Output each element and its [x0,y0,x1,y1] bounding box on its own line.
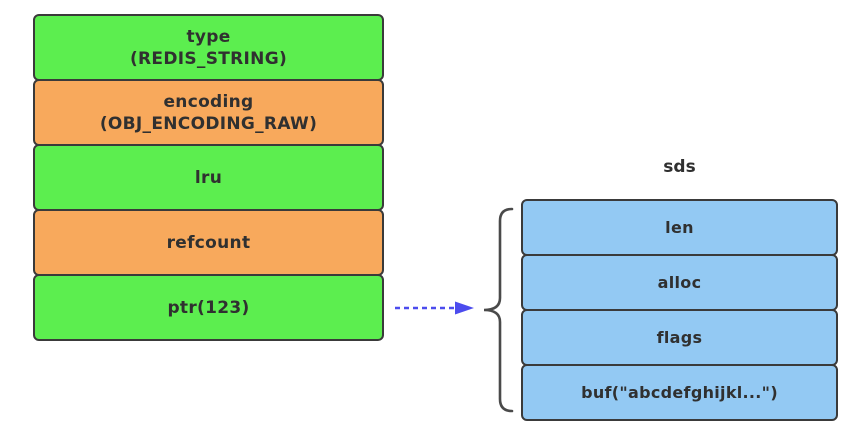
field-lru-label: lru [194,167,223,188]
redis-object-row-refcount: refcount [33,209,384,276]
sds-struct: len alloc flags buf("abcdefghijkl...") [521,199,838,421]
field-ptr-label: ptr(123) [167,297,250,318]
field-encoding-label: encoding [163,91,254,112]
curly-brace-path [483,207,514,413]
field-refcount-label: refcount [166,232,251,253]
field-type-value: (REDIS_STRING) [129,48,288,69]
redis-object-row-lru: lru [33,144,384,211]
sds-row-flags: flags [521,309,838,366]
sds-row-len: len [521,199,838,256]
sds-title: sds [663,157,696,177]
sds-buf-label: buf("abcdefghijkl...") [581,383,778,402]
field-encoding-value: (OBJ_ENCODING_RAW) [99,113,318,134]
redis-object-struct: type (REDIS_STRING) encoding (OBJ_ENCODI… [33,14,384,341]
curly-brace-icon [483,207,514,413]
field-type-label: type [186,26,231,47]
sds-flags-label: flags [656,328,703,347]
ptr-dashed-arrow-icon [395,301,474,315]
sds-alloc-label: alloc [657,273,702,292]
sds-row-buf: buf("abcdefghijkl...") [521,364,838,421]
redis-object-row-ptr: ptr(123) [33,274,384,341]
redis-object-row-type: type (REDIS_STRING) [33,14,384,81]
arrowhead-icon [455,301,474,315]
sds-row-alloc: alloc [521,254,838,311]
redis-object-row-encoding: encoding (OBJ_ENCODING_RAW) [33,79,384,146]
sds-len-label: len [665,218,694,237]
